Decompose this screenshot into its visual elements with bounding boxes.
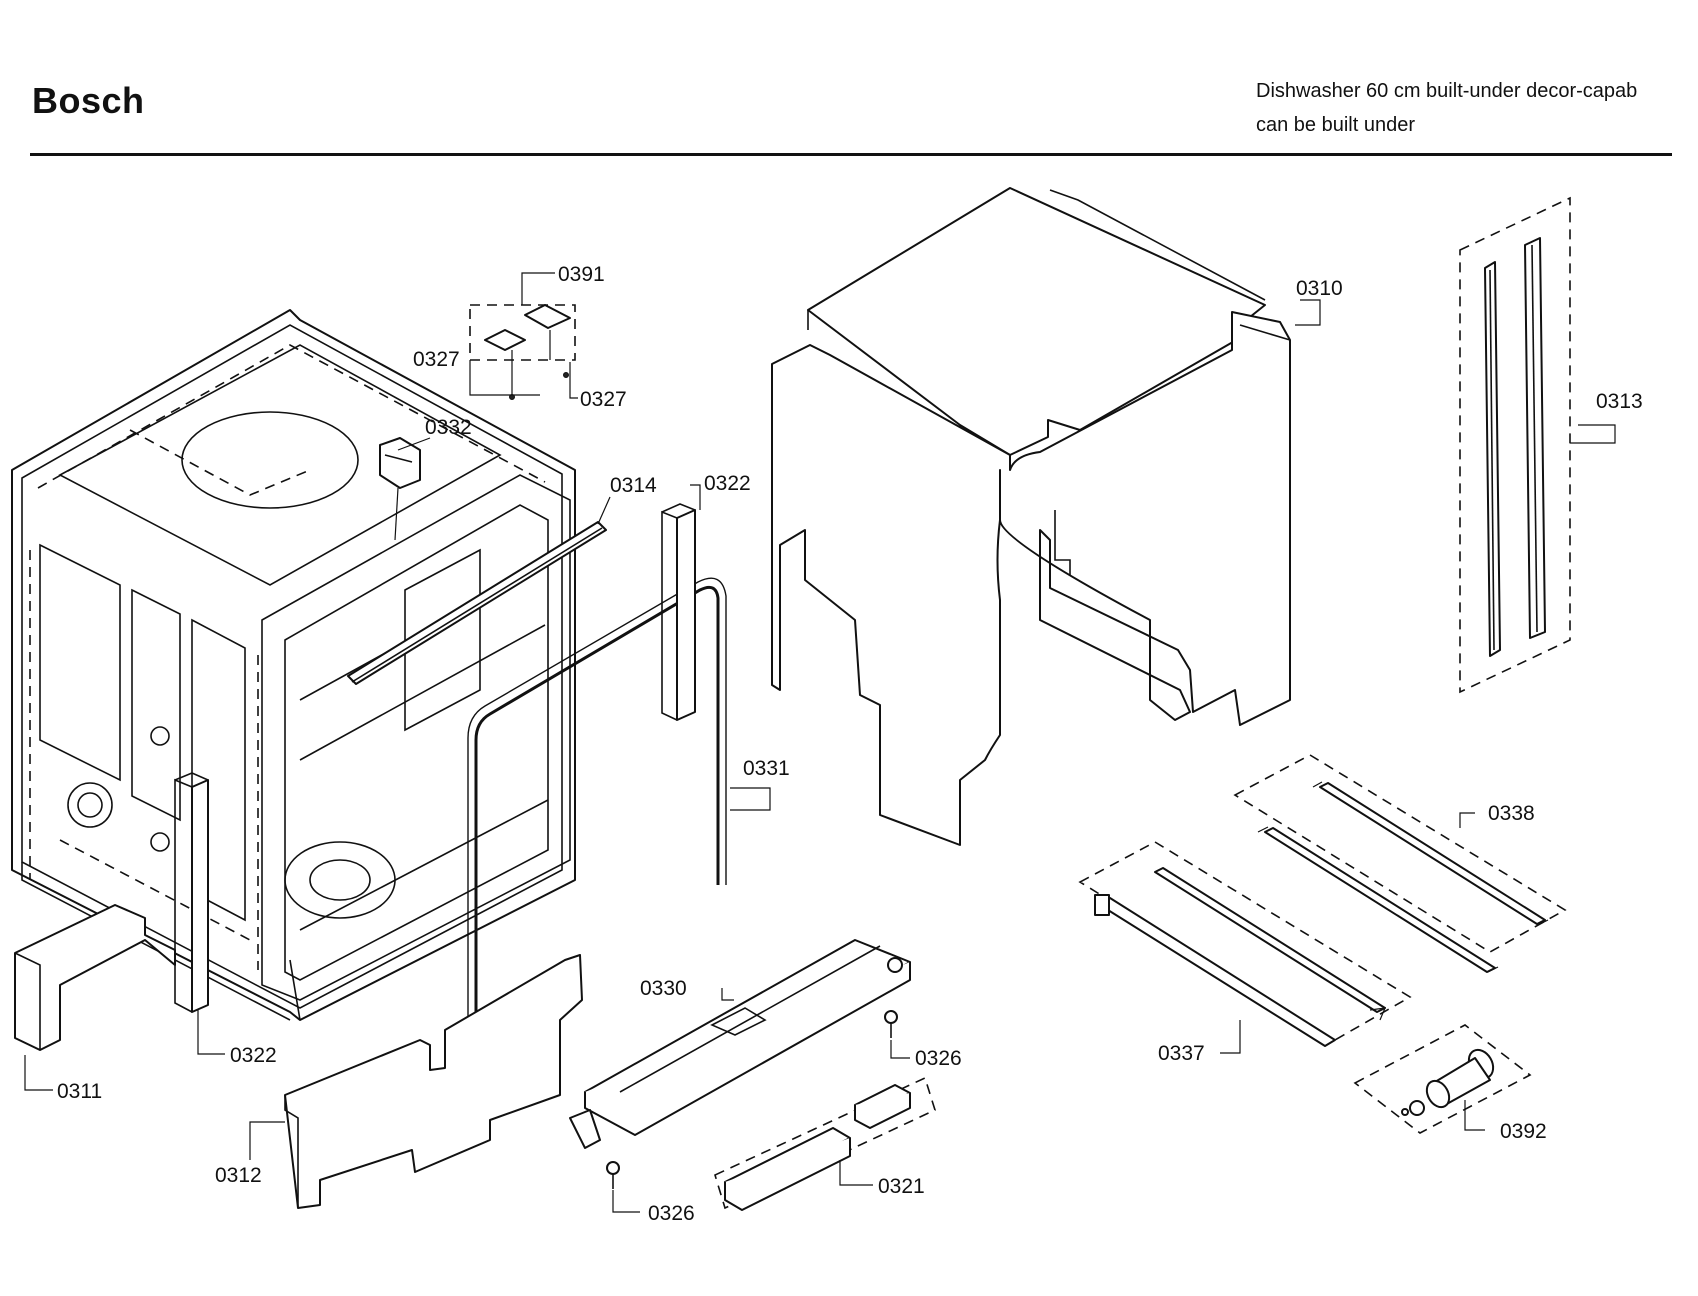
callout-0330: 0330 bbox=[640, 977, 687, 1000]
side-rail-0313 bbox=[1459, 196, 1571, 694]
foam-blocks-0321 bbox=[714, 1076, 936, 1211]
callout-0337: 0337 bbox=[1158, 1042, 1205, 1065]
brand-title: Bosch bbox=[32, 80, 145, 121]
callout-0311: 0311 bbox=[57, 1080, 102, 1103]
callout-0312: 0312 bbox=[215, 1164, 262, 1187]
header-rule bbox=[30, 153, 1672, 156]
small-parts-0392 bbox=[1353, 1024, 1532, 1134]
callout-0391: 0391 bbox=[558, 263, 605, 286]
callout-0331: 0331 bbox=[743, 757, 790, 780]
bracket-0330 bbox=[569, 939, 911, 1149]
screw-0326-b bbox=[606, 1161, 620, 1189]
callout-0313: 0313 bbox=[1596, 390, 1643, 413]
foam-pad-0322-lower bbox=[174, 772, 209, 1013]
foam-pad-0322-upper bbox=[661, 503, 696, 721]
lower-insulation-0312 bbox=[284, 954, 583, 1209]
callout-0322-lower: 0322 bbox=[230, 1044, 277, 1067]
callout-0392: 0392 bbox=[1500, 1120, 1547, 1143]
hinge-bracket-group bbox=[379, 304, 576, 541]
rail-set-0338 bbox=[1233, 754, 1567, 973]
base-panel-0311 bbox=[14, 904, 176, 1051]
callout-0332: 0332 bbox=[425, 416, 472, 439]
callout-0321: 0321 bbox=[878, 1175, 925, 1198]
callout-0326-upper: 0326 bbox=[915, 1047, 962, 1070]
callout-0314: 0314 bbox=[610, 474, 657, 497]
strip-0314 bbox=[347, 521, 607, 685]
model-description: Dishwasher 60 cm built-under decor-capab bbox=[1256, 80, 1638, 102]
door-seal-0331 bbox=[467, 577, 727, 1020]
callout-0327-upper: 0327 bbox=[413, 348, 460, 371]
insulation-cover-0310 bbox=[771, 187, 1291, 846]
screw-0326-a bbox=[884, 1010, 898, 1038]
callout-0322-upper: 0322 bbox=[704, 472, 751, 495]
callout-0326-lower: 0326 bbox=[648, 1202, 695, 1225]
callout-0327-lower: 0327 bbox=[580, 388, 627, 411]
callout-0338: 0338 bbox=[1488, 802, 1535, 825]
rail-set-0337 bbox=[1078, 841, 1412, 1047]
dishwasher-tub bbox=[11, 309, 576, 1021]
model-subdescription: can be built under bbox=[1256, 114, 1416, 136]
leader-lines bbox=[24, 272, 1616, 1213]
callout-0310: 0310 bbox=[1296, 277, 1343, 300]
